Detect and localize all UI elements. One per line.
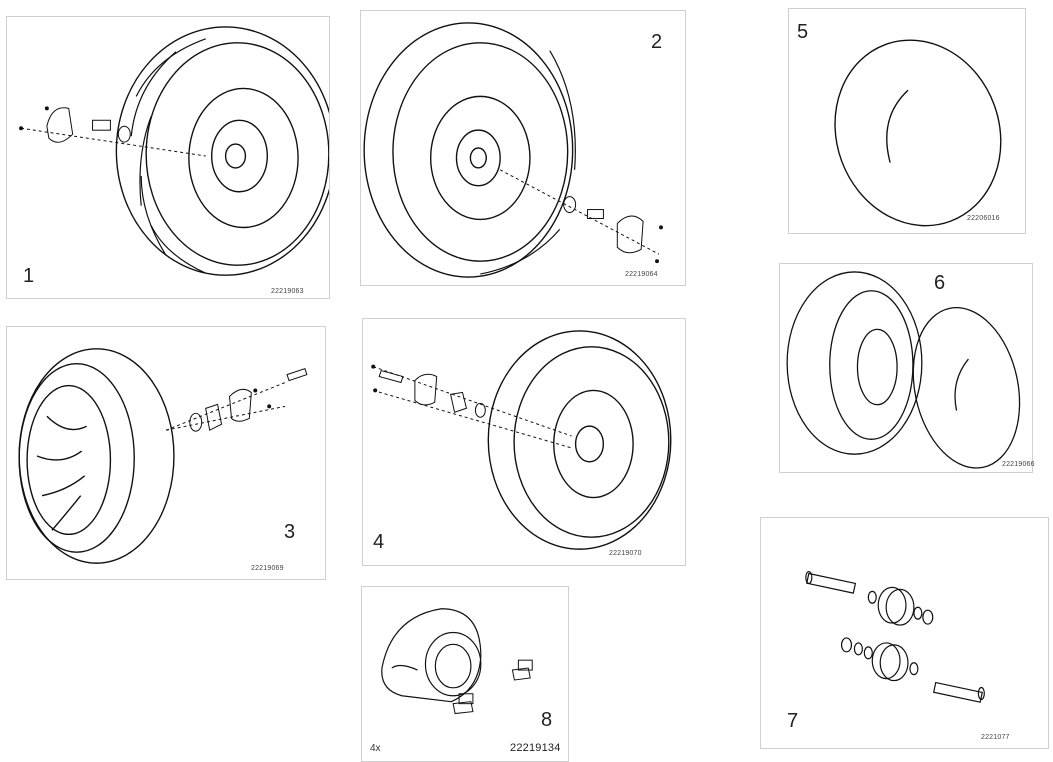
part-number: 3	[284, 521, 296, 543]
hub-cap-icon	[381, 608, 533, 715]
part-panel-5[interactable]: 5 22206016	[788, 8, 1026, 234]
part-panel-1[interactable]: 1 22219063	[6, 16, 330, 299]
wheel-assembly-icon	[786, 271, 1021, 469]
screw-icon	[452, 659, 533, 715]
part-number: 4	[373, 531, 385, 553]
wheel-assembly-icon	[363, 22, 663, 278]
part-panel-7[interactable]: 7 2221077	[760, 517, 1049, 749]
part-code: 22219066	[1002, 461, 1035, 468]
part-number: 8	[541, 709, 553, 731]
part-panel-2[interactable]: 2 22219064	[360, 10, 686, 286]
part-code: 22219134	[510, 742, 561, 754]
part-panel-6[interactable]: 6 22219066	[779, 263, 1035, 473]
wheel-assembly-icon	[18, 348, 308, 564]
part-code: 22206016	[967, 215, 1000, 222]
part-panel-4[interactable]: 4 22219070	[362, 318, 686, 566]
part-number: 1	[23, 265, 35, 287]
quantity-label: 4x	[370, 743, 381, 754]
wheel-assembly-icon	[371, 330, 672, 550]
part-code: 22219063	[271, 288, 304, 295]
part-number: 6	[934, 272, 946, 294]
part-code: 22219069	[251, 565, 284, 572]
part-code: 22219064	[625, 271, 658, 278]
axle-bearing-icon	[805, 570, 985, 703]
inner-tube-icon	[834, 39, 1002, 227]
part-panel-3[interactable]: 3 22219069	[6, 326, 326, 580]
part-code: 22219070	[609, 550, 642, 557]
part-number: 5	[797, 21, 809, 43]
wheel-assembly-icon	[19, 26, 329, 276]
part-number: 2	[651, 31, 663, 53]
part-number: 7	[787, 710, 799, 732]
part-code: 2221077	[981, 734, 1010, 741]
part-panel-8[interactable]: 4x 8 22219134	[361, 586, 569, 762]
